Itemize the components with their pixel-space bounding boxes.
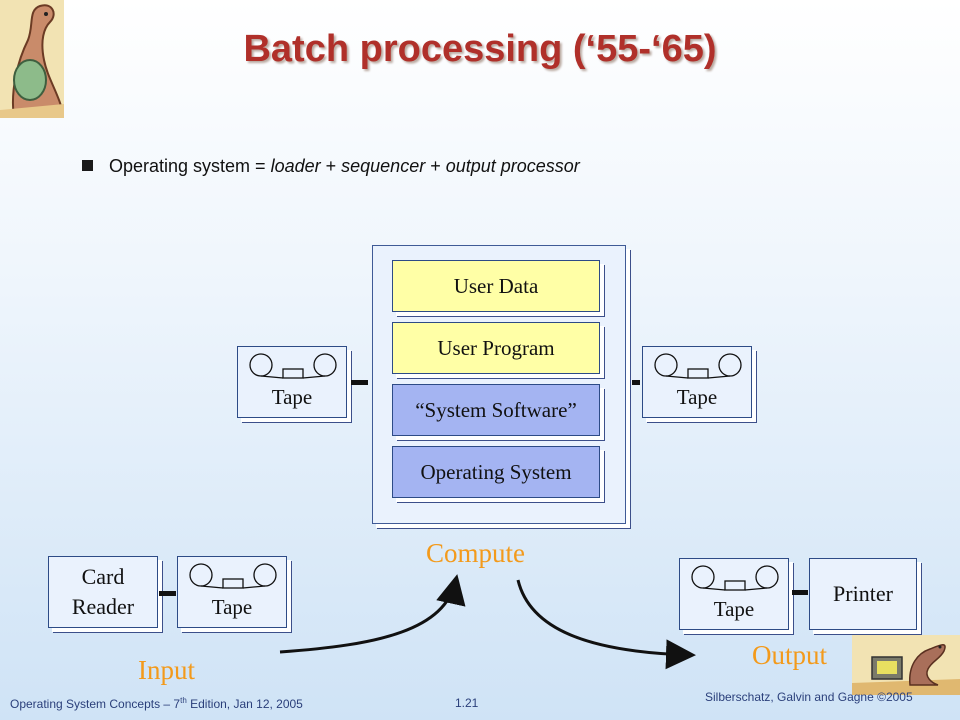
stack-user-program: User Program (392, 322, 600, 374)
output-label: Output (752, 640, 828, 670)
bullet-sep-2: + (425, 156, 446, 176)
tape-reel-icon (189, 563, 277, 589)
tape-input: Tape (177, 556, 287, 628)
tape-label: Tape (211, 595, 253, 619)
input-label: Input (138, 655, 195, 685)
bullet-square-icon (82, 160, 93, 171)
connector-card-reader (159, 591, 176, 596)
dinosaur-computer-icon (852, 635, 960, 695)
tape-reel-icon (249, 353, 337, 379)
bullet-term-sequencer: sequencer (341, 156, 426, 176)
footer-page-number: 1.21 (455, 696, 479, 710)
stack-operating-system: Operating System (392, 446, 600, 498)
tape-label: Tape (676, 385, 718, 409)
connector-right-tape (632, 380, 640, 385)
footer-right: Silberschatz, Galvin and Gagne ©2005 (705, 690, 913, 704)
stack-system-software: “System Software” (392, 384, 600, 436)
tape-output: Tape (679, 558, 789, 630)
tape-label: Tape (713, 597, 755, 621)
tape-reel-icon (654, 353, 742, 379)
bullet-prefix: Operating system = (109, 156, 271, 176)
footer-left: Operating System Concepts – 7th Edition,… (10, 696, 303, 711)
printer: Printer (809, 558, 917, 630)
card-reader-line-2: Reader (71, 594, 135, 619)
slide-title: Batch processing (‘55-‘65) (243, 28, 717, 70)
tape-right: Tape (642, 346, 752, 418)
card-reader-line-1: Card (81, 564, 125, 589)
tape-left: Tape (237, 346, 347, 418)
footer-left-pre: Operating System Concepts – 7 (10, 697, 181, 711)
footer-left-post: Edition, Jan 12, 2005 (186, 697, 303, 711)
bullet-operating-system: Operating system = loader + sequencer + … (82, 156, 580, 177)
bullet-term-output-processor: output processor (445, 156, 580, 176)
tape-reel-icon (691, 565, 779, 591)
input-flow-arrow (279, 574, 466, 654)
dinosaur-icon (0, 0, 64, 118)
footer-left-sup: th (180, 696, 187, 705)
tape-label: Tape (271, 385, 313, 409)
output-flow-arrow (516, 579, 696, 670)
bullet-term-loader: loader (270, 156, 321, 176)
stack-user-data: User Data (392, 260, 600, 312)
card-reader: Card Reader (48, 556, 158, 628)
connector-left-tape (351, 380, 368, 385)
connector-printer (792, 590, 808, 595)
compute-label: Compute (426, 538, 525, 568)
bullet-sep-1: + (320, 156, 342, 176)
